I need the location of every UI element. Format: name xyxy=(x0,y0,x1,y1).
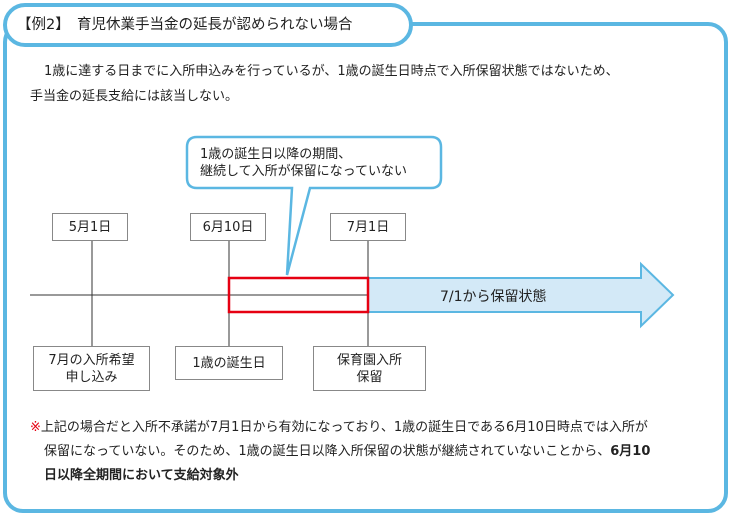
note: ※上記の場合だと入所不承諾が7月1日から有効になっており、1歳の誕生日である6月… xyxy=(30,416,710,488)
event-application-line-2: 申し込み xyxy=(65,369,118,385)
gap-period-highlight xyxy=(227,276,370,314)
note-emphasis-2: 日以降全期間において支給対象外 xyxy=(44,468,239,483)
event-admission-pending-line-2: 保留 xyxy=(356,369,383,385)
date-label-may1: 5月1日 xyxy=(52,213,128,241)
date-label-jun10: 6月10日 xyxy=(190,213,266,241)
page-title: 【例2】 育児休業手当金の延長が認められない場合 xyxy=(3,3,413,47)
callout-bubble xyxy=(185,135,443,276)
event-first-birthday-text: 1歳の誕生日 xyxy=(192,355,266,371)
callout-line-2: 継続して入所が保留になっていない xyxy=(200,164,407,179)
pending-period-arrow xyxy=(367,261,675,329)
event-first-birthday: 1歳の誕生日 xyxy=(175,346,283,380)
date-label-jul1: 7月1日 xyxy=(330,213,406,241)
note-line-1: 上記の場合だと入所不承諾が7月1日から有効になっており、1歳の誕生日である6月1… xyxy=(40,420,648,435)
callout-text: 1歳の誕生日以降の期間、 継続して入所が保留になっていない xyxy=(200,146,407,180)
note-emphasis-1: 6月10 xyxy=(610,444,651,459)
note-line-2: 保留になっていない。そのため、1歳の誕生日以降入所保留の状態が継続されていないこ… xyxy=(44,444,611,459)
event-admission-pending: 保育園入所 保留 xyxy=(313,346,426,391)
arrow-label: 7/1から保留状態 xyxy=(440,289,547,305)
event-application: 7月の入所希望 申し込み xyxy=(33,346,150,391)
event-application-line-1: 7月の入所希望 xyxy=(48,352,135,368)
note-mark: ※ xyxy=(30,420,41,435)
event-admission-pending-line-1: 保育園入所 xyxy=(336,352,402,368)
intro-line-1: 1歳に達する日までに入所申込みを行っているが、1歳の誕生日時点で入所保留状態では… xyxy=(44,64,619,79)
callout-line-1: 1歳の誕生日以降の期間、 xyxy=(200,147,352,162)
intro-line-2: 手当金の延長支給には該当しない。 xyxy=(30,89,239,104)
